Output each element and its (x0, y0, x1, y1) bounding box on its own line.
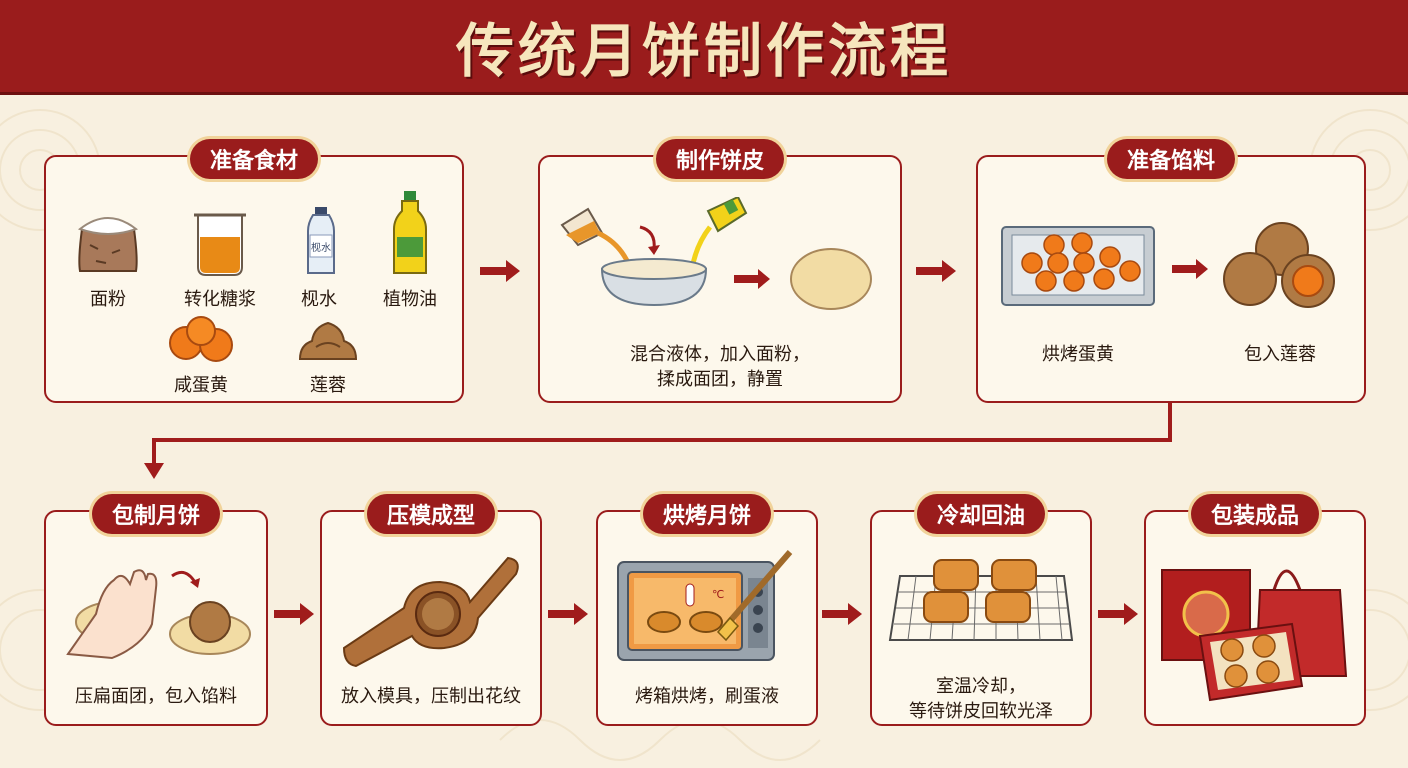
step-title: 冷却回油 (916, 494, 1046, 534)
syrup-jar-icon (194, 213, 246, 276)
filled-balls-icon (1223, 222, 1335, 308)
lye-water-bottle-icon: 枧水 (307, 207, 335, 274)
step-title: 准备馅料 (1106, 139, 1236, 179)
arrow-right-icon (548, 603, 588, 625)
dough-ball-icon (790, 248, 872, 310)
step-title: 包制月饼 (91, 494, 221, 534)
step-title: 压模成型 (366, 494, 496, 534)
step-title: 包装成品 (1190, 494, 1320, 534)
wooden-mold-icon (342, 556, 519, 668)
step-card-prepare-filling: 准备馅料 烘烤蛋黄 包入莲蓉 (976, 139, 1366, 403)
step-card-cool: 冷却回油 室温冷却， 等待饼皮回软光泽 (870, 494, 1092, 726)
cooling-rack-icon (888, 559, 1074, 641)
bottle-label: 枧水 (311, 241, 331, 254)
step-card-prepare-ingredients: 准备食材 面粉 转化糖浆 枧水 枧水 植物油 咸蛋黄 莲蓉 (44, 139, 464, 403)
ingredient-label: 植物油 (383, 289, 437, 310)
step-card-make-dough: 制作饼皮 混合液体，加入面粉， 揉成面团，静置 (538, 139, 902, 403)
arrow-right-icon (480, 260, 520, 282)
arrow-right-icon (734, 269, 770, 289)
arrow-right-icon (822, 603, 862, 625)
arrow-right-icon (274, 603, 314, 625)
ingredient-label: 枧水 (301, 289, 337, 310)
ingredient-label: 莲蓉 (310, 375, 346, 396)
step-card-wrap-mooncake: 包制月饼 压扁面团，包入馅料 (44, 494, 268, 726)
flour-sack-icon (77, 217, 139, 272)
lotus-paste-icon (298, 321, 358, 360)
step-label: 包入莲蓉 (1244, 344, 1316, 365)
salted-egg-yolk-icon (169, 316, 233, 362)
step-title: 制作饼皮 (655, 139, 785, 179)
ingredient-label: 转化糖浆 (184, 289, 256, 310)
arrow-right-icon (1172, 259, 1208, 279)
step-title: 烘烤月饼 (642, 494, 772, 534)
step-title: 准备食材 (189, 139, 319, 179)
page-title: 传统月饼制作流程 (455, 17, 952, 85)
ingredient-label: 面粉 (90, 289, 126, 310)
step-caption: 烤箱烘烤，刷蛋液 (635, 686, 779, 707)
step-label: 烘烤蛋黄 (1042, 344, 1114, 365)
baking-tray-icon (1001, 226, 1155, 306)
step-card-package: 包装成品 (1144, 494, 1366, 726)
arrow-right-icon (1098, 603, 1138, 625)
oil-bottle-icon (393, 191, 427, 274)
oven-icon: ℃ (617, 550, 793, 661)
step-caption: 压扁面团，包入馅料 (75, 686, 237, 707)
hand-pressing-dough-icon (66, 569, 251, 660)
mixing-bowl-icon (560, 197, 748, 307)
step-caption: 室温冷却， 等待饼皮回软光泽 (909, 676, 1053, 722)
gift-box-and-bag-icon (1161, 569, 1348, 702)
arrow-right-icon (916, 260, 956, 282)
temperature-label: ℃ (712, 588, 724, 601)
step-card-bake: 烘烤月饼 ℃ 烤箱烘烤，刷蛋液 (596, 494, 818, 726)
connector-path-icon (144, 400, 1172, 479)
step-caption: 混合液体，加入面粉， 揉成面团，静置 (630, 344, 810, 390)
header: 传统月饼制作流程 (0, 0, 1408, 95)
step-card-mold: 压模成型 放入模具，压制出花纹 (320, 494, 542, 726)
step-caption: 放入模具，压制出花纹 (341, 686, 521, 707)
ingredient-label: 咸蛋黄 (174, 375, 228, 396)
